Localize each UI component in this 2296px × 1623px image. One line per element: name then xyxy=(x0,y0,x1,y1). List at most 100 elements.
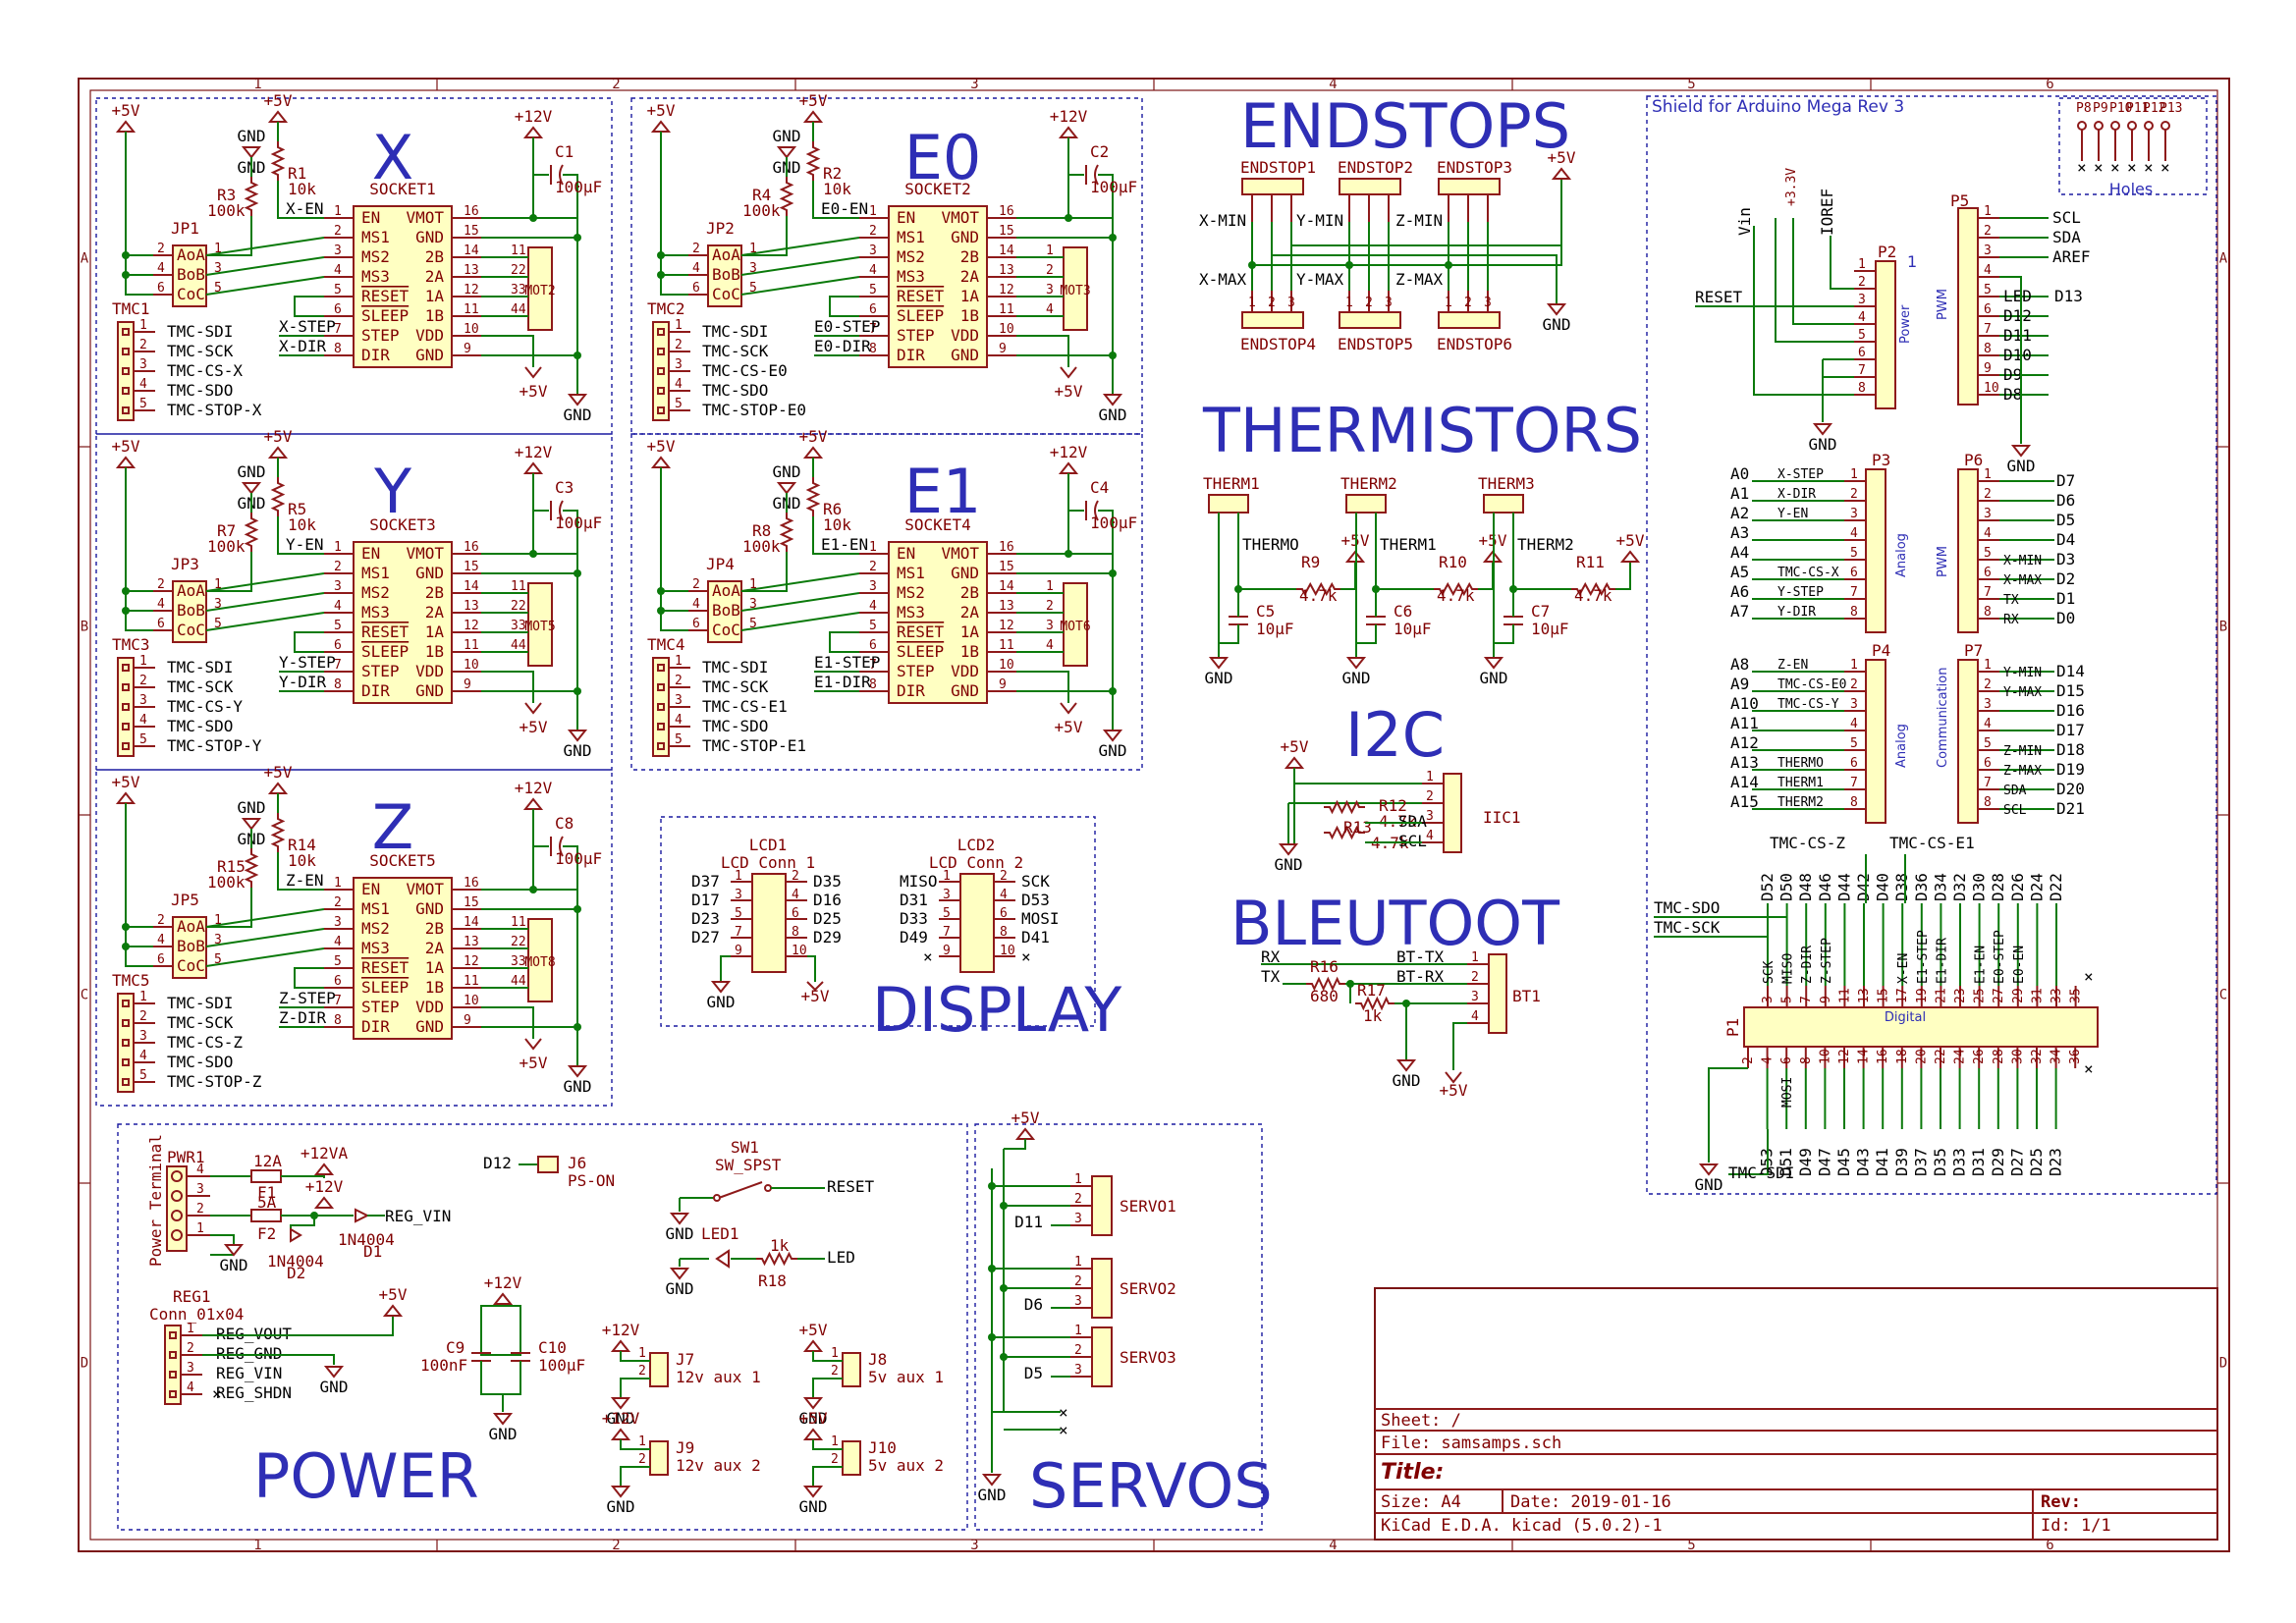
jumper-ref: JP5 xyxy=(171,891,199,909)
power-symbol xyxy=(802,446,824,459)
pin-number: 6 xyxy=(334,638,342,653)
pin-number: 1 xyxy=(749,242,757,256)
pin-name: VMOT xyxy=(406,880,444,898)
ground-label: GND xyxy=(1543,315,1571,334)
resistor xyxy=(1355,996,1394,1011)
header-ref: P6 xyxy=(1964,451,1983,469)
pin-number: 2 xyxy=(1464,296,1472,310)
wire xyxy=(206,216,252,256)
pin-number: 2 xyxy=(1268,296,1276,310)
wire xyxy=(1999,276,2022,444)
ground-symbol xyxy=(1395,1059,1417,1072)
wire xyxy=(563,510,578,554)
connector-pad xyxy=(122,1078,130,1086)
ground-label: GND xyxy=(220,1256,248,1274)
pin-number: 32 xyxy=(2030,1049,2045,1064)
lcd-ref: LCD2 xyxy=(957,836,996,854)
driver-body xyxy=(888,541,988,704)
pin-number: 1 xyxy=(1850,658,1858,673)
net-label: Z-MIN xyxy=(1395,211,1443,230)
endstop-ref: ENDSTOP6 xyxy=(1437,335,1512,353)
ground-symbol xyxy=(2010,445,2032,458)
net-label: MISO xyxy=(900,872,938,891)
wire xyxy=(481,671,534,703)
pin-number: 6 xyxy=(1850,756,1858,771)
header-pin-name: A3 xyxy=(1730,523,1749,542)
pin-name: VDD xyxy=(951,662,979,680)
grid-row-left: B xyxy=(81,620,88,635)
resistor-value: 1k xyxy=(1363,1006,1383,1025)
tb-size: Size: A4 xyxy=(1381,1492,1461,1512)
ground-label-top: GND xyxy=(773,462,801,481)
power-symbol xyxy=(492,1292,514,1305)
pin-name: GND xyxy=(415,681,444,700)
bt-ref: BT1 xyxy=(1512,987,1541,1005)
pin-number: 7 xyxy=(869,658,877,673)
driver-body xyxy=(353,205,453,368)
pin-name: DIR xyxy=(897,346,925,364)
net-label: Y-MAX xyxy=(1296,270,1344,289)
pin-name: STEP xyxy=(361,998,400,1016)
wire xyxy=(740,572,860,592)
net-label: SDA xyxy=(1398,812,1427,831)
no-connect-mark: × xyxy=(2160,158,2170,177)
zone-y xyxy=(95,433,613,771)
wire xyxy=(660,132,688,296)
pin-number: 21 xyxy=(1934,988,1948,1003)
capacitor-plate xyxy=(1094,164,1099,186)
pin-name: RESET xyxy=(897,287,945,305)
resistor xyxy=(270,813,286,852)
title-endstops: ENDSTOPS xyxy=(1240,90,1570,162)
net-label: D27 xyxy=(691,928,720,947)
cap-ref: C3 xyxy=(555,478,574,497)
servo-connector xyxy=(1091,1175,1113,1236)
zone-servos xyxy=(974,1123,1263,1531)
pin-number: 3 xyxy=(1046,619,1054,633)
ground-label: GND xyxy=(1809,435,1837,454)
pin-number: 11 xyxy=(464,638,479,653)
grid-col-bottom: 6 xyxy=(2046,1538,2053,1553)
power-label: +5V xyxy=(112,773,140,791)
resistor-ref: R9 xyxy=(1301,553,1320,571)
digital-pin-name: D38 xyxy=(1892,873,1911,901)
pin-name: GND xyxy=(951,681,979,700)
connector-body xyxy=(117,321,135,421)
servos-block: +5VGND123D11SERVO1123D6SERVO2123D5SERVO3… xyxy=(978,1109,1176,1504)
pin-number: 2 xyxy=(334,560,342,574)
power-symbol xyxy=(610,1428,631,1440)
capacitor-plate xyxy=(1094,500,1099,521)
net-label: TMC-SDO xyxy=(167,717,233,735)
wire xyxy=(205,947,325,967)
connector-body xyxy=(117,993,135,1093)
net-label: D37 xyxy=(691,872,720,891)
net-label: RESET xyxy=(827,1177,875,1196)
resistor-ref: R18 xyxy=(758,1271,787,1290)
pin-number: 3 xyxy=(943,888,951,902)
digital-pin-name: D32 xyxy=(1950,873,1969,901)
net-label: E0-STEP xyxy=(814,317,880,336)
pin-number: 17 xyxy=(1895,988,1910,1003)
header-pin-name: A8 xyxy=(1730,655,1749,674)
pin-number: 1 xyxy=(334,876,342,891)
tb-date: Date: 2019-01-16 xyxy=(1510,1492,1671,1512)
wire xyxy=(1098,510,1114,554)
diode-ref: D2 xyxy=(287,1264,305,1282)
pin-number: 1 xyxy=(196,1221,204,1236)
cap-value: 100µF xyxy=(555,178,602,196)
pin-number: 2 xyxy=(139,674,147,688)
resistor-ref: R17 xyxy=(1357,981,1386,1000)
net-label: TMC-CS-E1 xyxy=(1889,834,1975,852)
power-label: +5V xyxy=(799,1409,828,1428)
pin-number: 1 xyxy=(214,913,222,928)
net-label: E1-EN xyxy=(821,535,868,554)
pin-number: 8 xyxy=(334,1013,342,1028)
pin-number: 2 xyxy=(831,1364,839,1379)
header-pin-name: A9 xyxy=(1730,675,1749,693)
header-pin-name: D6 xyxy=(2056,491,2075,510)
jumper-pin: CoC xyxy=(177,621,205,639)
pin-number: 2 xyxy=(1984,677,1992,692)
pin-number: 3 xyxy=(1850,697,1858,712)
pin-number: 7 xyxy=(869,322,877,337)
digital-pin-name: D45 xyxy=(1834,1148,1853,1176)
power-label: +12VA xyxy=(301,1144,349,1163)
